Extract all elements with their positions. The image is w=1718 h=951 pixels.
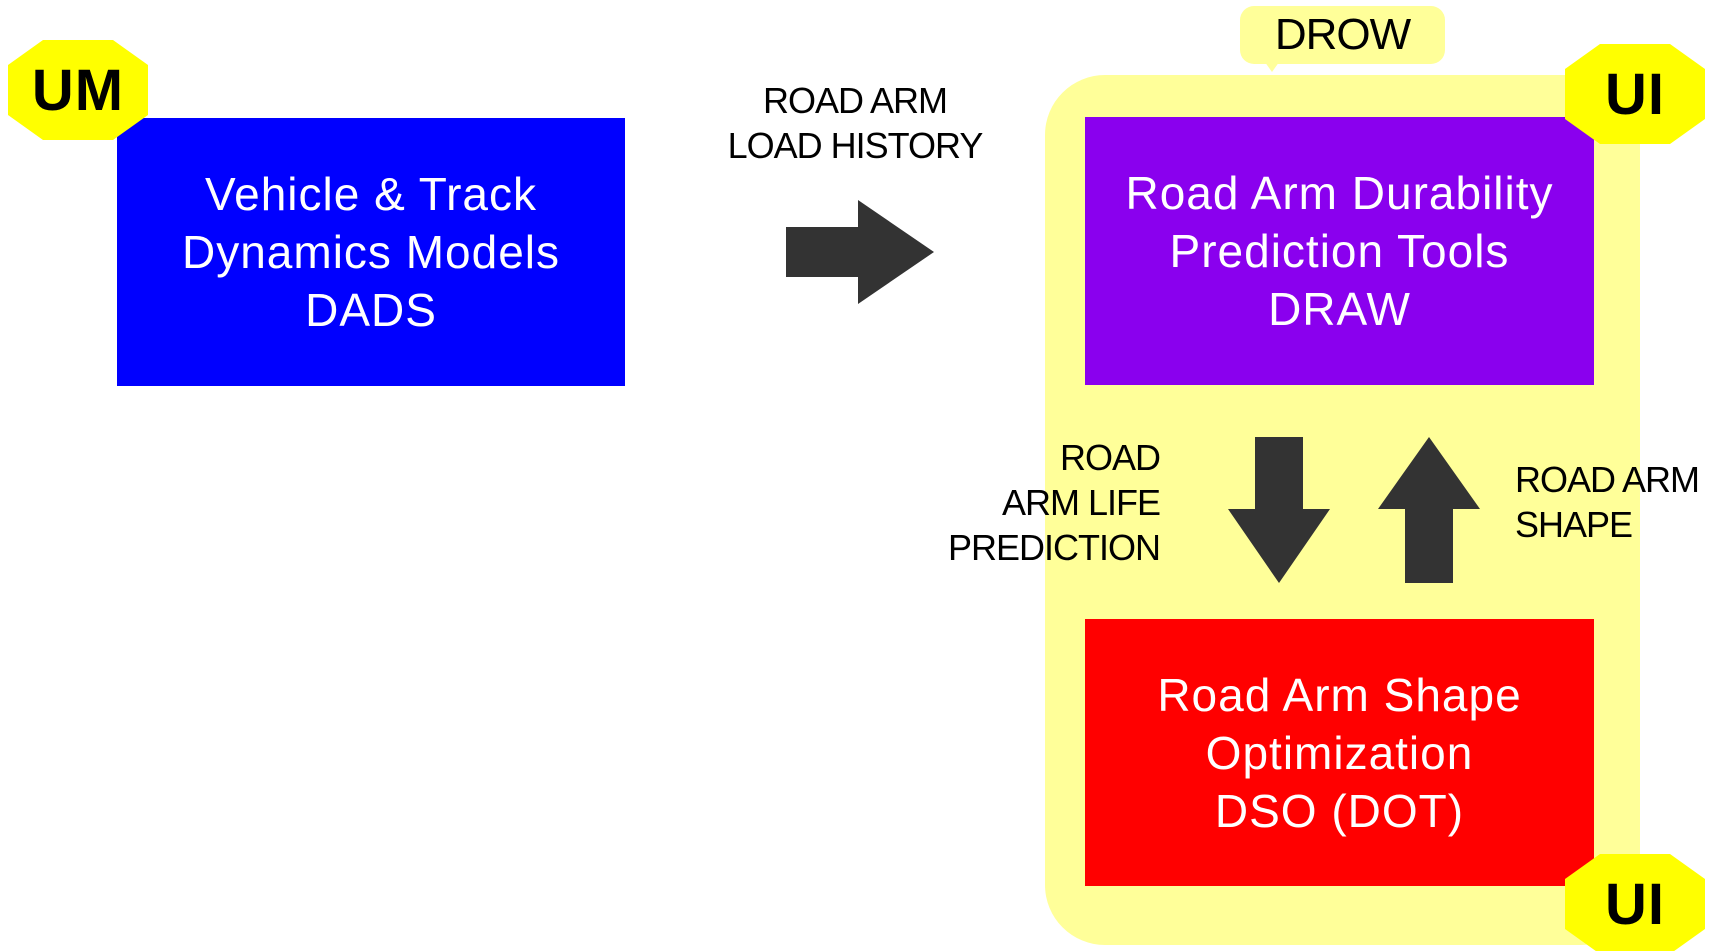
life-prediction-label: ROAD ARM LIFE PREDICTION bbox=[880, 435, 1161, 570]
um-badge: UM bbox=[8, 40, 148, 140]
life-prediction-line-3: PREDICTION bbox=[947, 527, 1161, 568]
down-arrow-icon bbox=[1228, 437, 1330, 583]
dso-box-line-3: DSO (DOT) bbox=[1214, 784, 1465, 837]
dso-box-line-1: Road Arm Shape bbox=[1157, 668, 1522, 721]
load-history-label: ROAD ARM LOAD HISTORY bbox=[700, 78, 1010, 168]
draw-box-line-2: Prediction Tools bbox=[1169, 225, 1510, 277]
up-arrow-icon bbox=[1378, 437, 1480, 583]
drow-label-tab bbox=[1240, 6, 1445, 64]
draw-box-line-1: Road Arm Durability bbox=[1125, 167, 1554, 219]
shape-line-1: ROAD ARM bbox=[1515, 459, 1700, 500]
life-prediction-line-2: ARM LIFE bbox=[1001, 482, 1161, 523]
dads-box-line-1: Vehicle & Track bbox=[204, 168, 538, 220]
draw-box-line-3: DRAW bbox=[1268, 283, 1411, 335]
ui-badge-bottom: UI bbox=[1565, 854, 1705, 951]
shape-line-2: SHAPE bbox=[1515, 504, 1633, 545]
dso-box-line-2: Optimization bbox=[1205, 726, 1474, 779]
life-prediction-line-1: ROAD bbox=[1059, 437, 1161, 478]
right-arrow-icon bbox=[786, 200, 934, 304]
draw-box: Road Arm Durability Prediction Tools DRA… bbox=[1085, 117, 1594, 385]
load-history-line-1: ROAD ARM bbox=[762, 80, 948, 121]
dads-box-line-3: DADS bbox=[305, 284, 437, 336]
shape-label: ROAD ARM SHAPE bbox=[1515, 457, 1715, 547]
dads-box: Vehicle & Track Dynamics Models DADS bbox=[117, 118, 625, 386]
drow-label-pointer bbox=[1262, 58, 1282, 72]
dso-box: Road Arm Shape Optimization DSO (DOT) bbox=[1085, 619, 1594, 886]
drow-label: DROW bbox=[1274, 10, 1411, 59]
load-history-line-2: LOAD HISTORY bbox=[727, 125, 984, 166]
ui-badge-top: UI bbox=[1565, 44, 1705, 144]
dads-box-line-2: Dynamics Models bbox=[182, 226, 560, 278]
